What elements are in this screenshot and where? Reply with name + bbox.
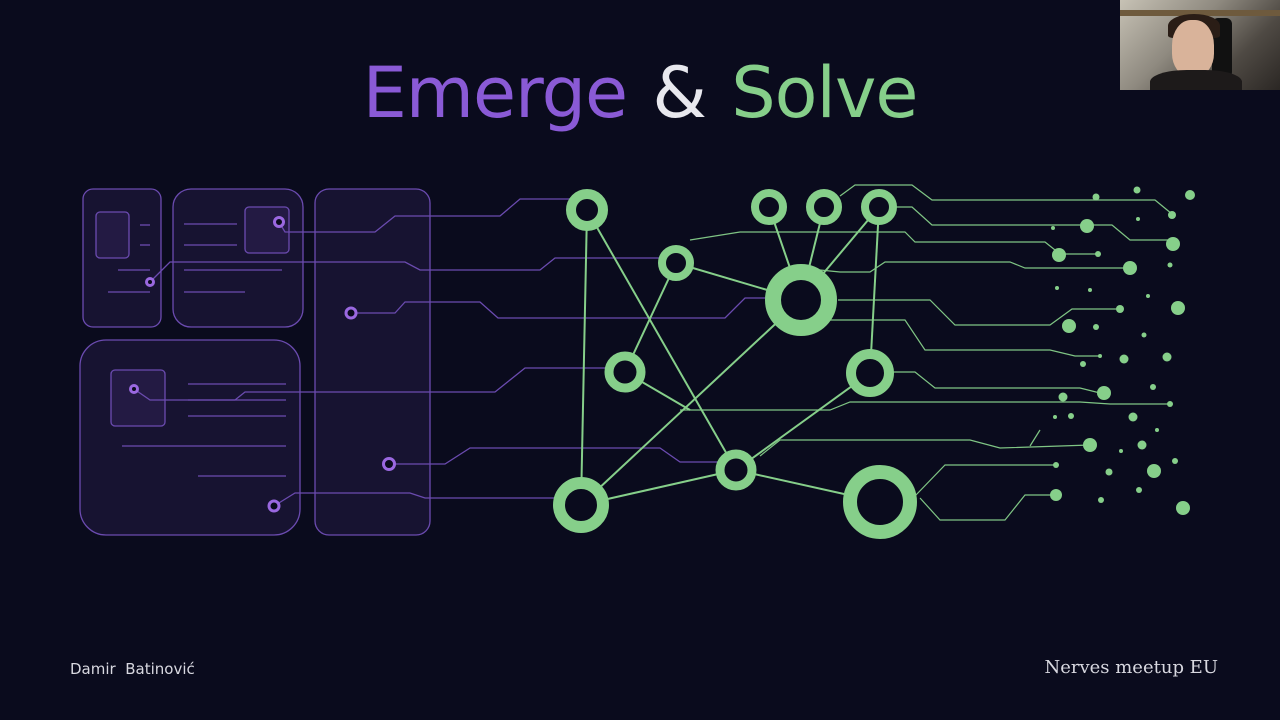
title-word-solve: Solve <box>731 52 918 134</box>
green-circuit-traces <box>680 184 1173 521</box>
purple-node <box>145 277 155 287</box>
footer-event: Nerves meetup EU <box>1044 657 1218 678</box>
graph-node <box>846 349 894 397</box>
purple-circuit-nodes <box>129 216 396 513</box>
title-word-emerge: Emerge <box>362 52 629 134</box>
graph-node <box>566 189 608 231</box>
graph-node <box>553 477 609 533</box>
wireframe-text-lines <box>108 223 286 477</box>
purple-node <box>273 216 285 228</box>
graph-node <box>715 449 757 491</box>
network-nodes <box>553 189 917 539</box>
webcam-overlay <box>1120 0 1280 90</box>
graph-node-large <box>765 264 837 336</box>
scattered-dots <box>1050 186 1195 515</box>
graph-node <box>604 351 646 393</box>
ui-wireframe-panels <box>79 188 431 536</box>
graph-node <box>806 189 842 225</box>
webcam-person-head <box>1172 20 1214 76</box>
purple-node <box>129 384 139 394</box>
panel-tall-right <box>314 188 431 536</box>
slide-title: Emerge & Solve <box>0 52 1280 134</box>
purple-node <box>382 457 396 471</box>
title-ampersand: & <box>652 52 707 134</box>
purple-circuit-traces <box>133 198 780 507</box>
graph-node-large <box>843 465 917 539</box>
graph-node <box>861 189 897 225</box>
footer-author: Damir Batinović <box>70 660 195 678</box>
purple-node <box>267 499 281 513</box>
webcam-shelf <box>1120 10 1280 16</box>
purple-node <box>344 306 358 320</box>
graph-node <box>658 245 694 281</box>
panel-inner-box-1 <box>95 211 130 259</box>
panel-inner-box-3 <box>110 369 166 427</box>
panel-inner-box-2 <box>244 206 290 254</box>
graph-node <box>751 189 787 225</box>
panel-large-bottom <box>79 339 301 536</box>
webcam-person-body <box>1150 70 1242 90</box>
